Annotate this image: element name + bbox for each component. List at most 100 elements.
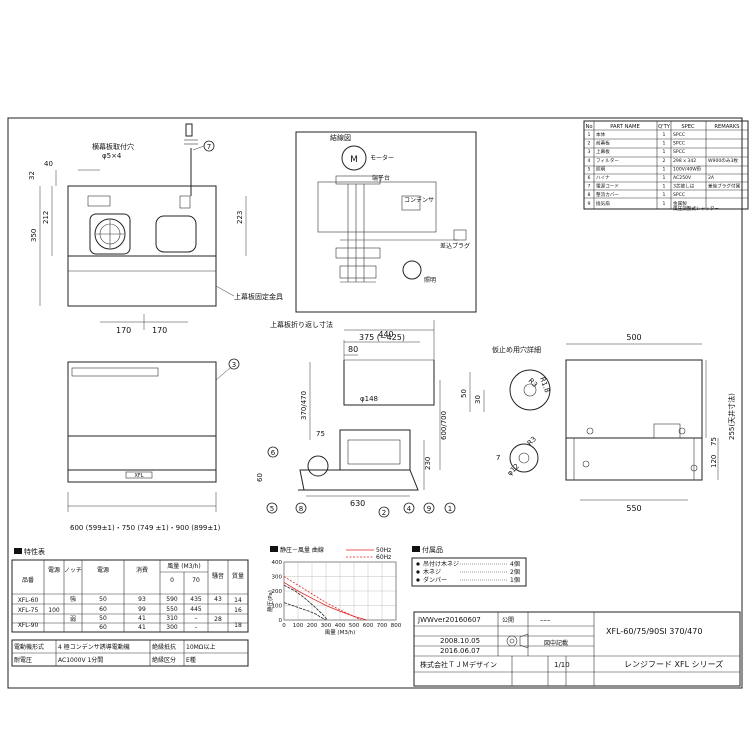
lamp-icon xyxy=(402,260,422,280)
parts-cell: AC250V xyxy=(673,175,692,181)
parts-cell: 本体 xyxy=(596,131,606,138)
parts-cell: 1 xyxy=(663,175,666,181)
spec-table: 特性表 品番 電源 ノッチ 電源 消費 風量 (M3/h) 0 70 騒音 質量… xyxy=(11,547,249,667)
detail-r3-2: R3 xyxy=(526,435,538,447)
spec-cell: 41 xyxy=(138,624,146,631)
tb-kouhen-value: ––– xyxy=(540,616,551,624)
parts-cell: フィルター xyxy=(596,157,619,164)
parts-cell: 5 xyxy=(588,166,591,172)
spec-head-voltage: 電源 xyxy=(48,566,60,574)
spec-cell: 445 xyxy=(190,606,202,613)
spec-noise-lo: 28 xyxy=(214,616,222,623)
balloon-4-label: 4 xyxy=(407,505,412,513)
chart-y-tick: 200 xyxy=(272,589,283,595)
parts-cell: 1 xyxy=(663,201,666,207)
parts-cell: 金属製 xyxy=(673,200,687,207)
tb-date1: 2008.10.05 xyxy=(440,637,480,645)
dim-223: 223 xyxy=(236,211,244,224)
front-upper-panel xyxy=(67,361,217,437)
spec-head-power: 消費 xyxy=(136,566,148,574)
right-dim-500: 500 xyxy=(626,333,641,342)
tb-date2: 2016.06.07 xyxy=(440,647,480,655)
vent-slots xyxy=(71,367,159,377)
balloon-1-label: 1 xyxy=(448,505,452,513)
accessory-name: 木ネジ xyxy=(423,568,441,576)
plug-icon xyxy=(453,229,467,241)
detail-dim-30: 30 xyxy=(474,395,482,404)
spec-model-90: XFL-90 xyxy=(18,622,39,629)
parts-cell: 1 xyxy=(663,166,666,172)
dim-370-470: 370/470 xyxy=(300,391,308,420)
parts-head-qty: Q'TY xyxy=(658,124,671,130)
front-badge xyxy=(125,471,153,479)
sheet-border xyxy=(7,117,743,689)
mounting-hole-spec: φ5×4 xyxy=(102,152,122,160)
spec-model-60: XFL-60 xyxy=(18,597,39,604)
dim-630: 630 xyxy=(350,499,365,508)
spec-head-freq: 電源 xyxy=(97,566,109,574)
spec-cell: 41 xyxy=(138,615,146,622)
chart-title: 静圧－風量 曲線 xyxy=(280,546,324,554)
parts-cell: 2 xyxy=(663,158,666,164)
tb-company: 株式会社ＴＪＭデザイン xyxy=(420,660,497,669)
detail-dim-50: 50 xyxy=(460,389,468,398)
parts-cell: SPCC xyxy=(673,141,685,147)
spec-foot-2d: E種 xyxy=(186,656,196,664)
chart-x-tick: 100 xyxy=(293,623,304,629)
spec-notch-hi: 強 xyxy=(70,595,76,603)
chart-y-tick: 300 xyxy=(272,575,283,581)
wiring-title: 結線図 xyxy=(330,133,351,142)
parts-cell: 整流カバー xyxy=(596,191,619,198)
terminal-label: 端子台 xyxy=(372,174,390,182)
chart-x-tick: 400 xyxy=(335,623,346,629)
dim-60: 60 xyxy=(256,473,264,482)
spec-noise-hi: 43 xyxy=(214,596,222,603)
parts-cell: 4 xyxy=(588,158,591,164)
tb-name: レンジフード XFL シリーズ xyxy=(624,659,723,669)
spec-foot-1a: 電動機形式 xyxy=(14,643,44,651)
detail-phi12: φ12 xyxy=(506,462,521,477)
parts-cell: 9 xyxy=(588,201,591,207)
side-view: 上幕板折り返し寸法 440 375 (~425) 80 370/470 φ148… xyxy=(256,320,456,518)
mounting-hole-note: 横幕板取付穴 xyxy=(92,142,134,151)
accessory-qty: 1個 xyxy=(510,576,520,584)
parts-cell: 上幕板 xyxy=(596,148,610,155)
dim-230: 230 xyxy=(424,457,432,470)
chart-x-tick: 200 xyxy=(307,623,318,629)
dim-375: 375 (~425) xyxy=(359,333,405,342)
parts-cell: 換気扇 xyxy=(596,200,610,207)
spec-foot-1d: 10MΩ以上 xyxy=(186,643,215,651)
plug-label: 差込プラグ xyxy=(440,242,470,250)
spec-cell: 590 xyxy=(166,596,178,603)
chart-y-tick: 100 xyxy=(272,604,283,610)
detail-r18: R1.8 xyxy=(538,376,551,394)
capacitor-label: コンデンサ xyxy=(404,196,434,204)
dim-350: 350 xyxy=(30,229,38,242)
front-view: XFL 600 (599±1)・750 (749 ±1)・900 (899±1)… xyxy=(67,358,240,532)
spec-foot-1c: 絶縁抵抗 xyxy=(152,643,176,651)
right-view: 500 550 120 75 255(天井寸法) xyxy=(565,333,736,513)
spec-cell: 300 xyxy=(166,624,178,631)
tb-version: JWWver20160607 xyxy=(417,616,481,624)
right-dim-550: 550 xyxy=(626,504,641,513)
spec-sub-70pa: 70 xyxy=(192,577,200,584)
parts-cell: W900のみ3枚 xyxy=(708,157,738,164)
parts-cell: 1 xyxy=(663,141,666,147)
chart-y-tick: 0 xyxy=(279,618,283,624)
dim-212: 212 xyxy=(42,211,50,224)
spec-mass-90: 18 xyxy=(234,622,242,629)
spec-cell: 60 xyxy=(99,624,107,631)
chart-x-tick: 600 xyxy=(363,623,374,629)
balloon-7-label: 7 xyxy=(207,143,211,151)
parts-cell: 差後プラグ付属 xyxy=(708,183,741,190)
spec-foot-1b: 4 極コンデンサ誘導電動機 xyxy=(58,643,130,651)
dim-440: 440 xyxy=(378,330,393,339)
parts-cell: 8 xyxy=(588,192,591,198)
accessory-bullet xyxy=(416,578,420,582)
parts-cell: 298 x 342 xyxy=(673,158,696,164)
top-view: 横幕板取付穴 φ5×4 40 32 350 212 223 170 170 上幕… xyxy=(28,123,283,335)
